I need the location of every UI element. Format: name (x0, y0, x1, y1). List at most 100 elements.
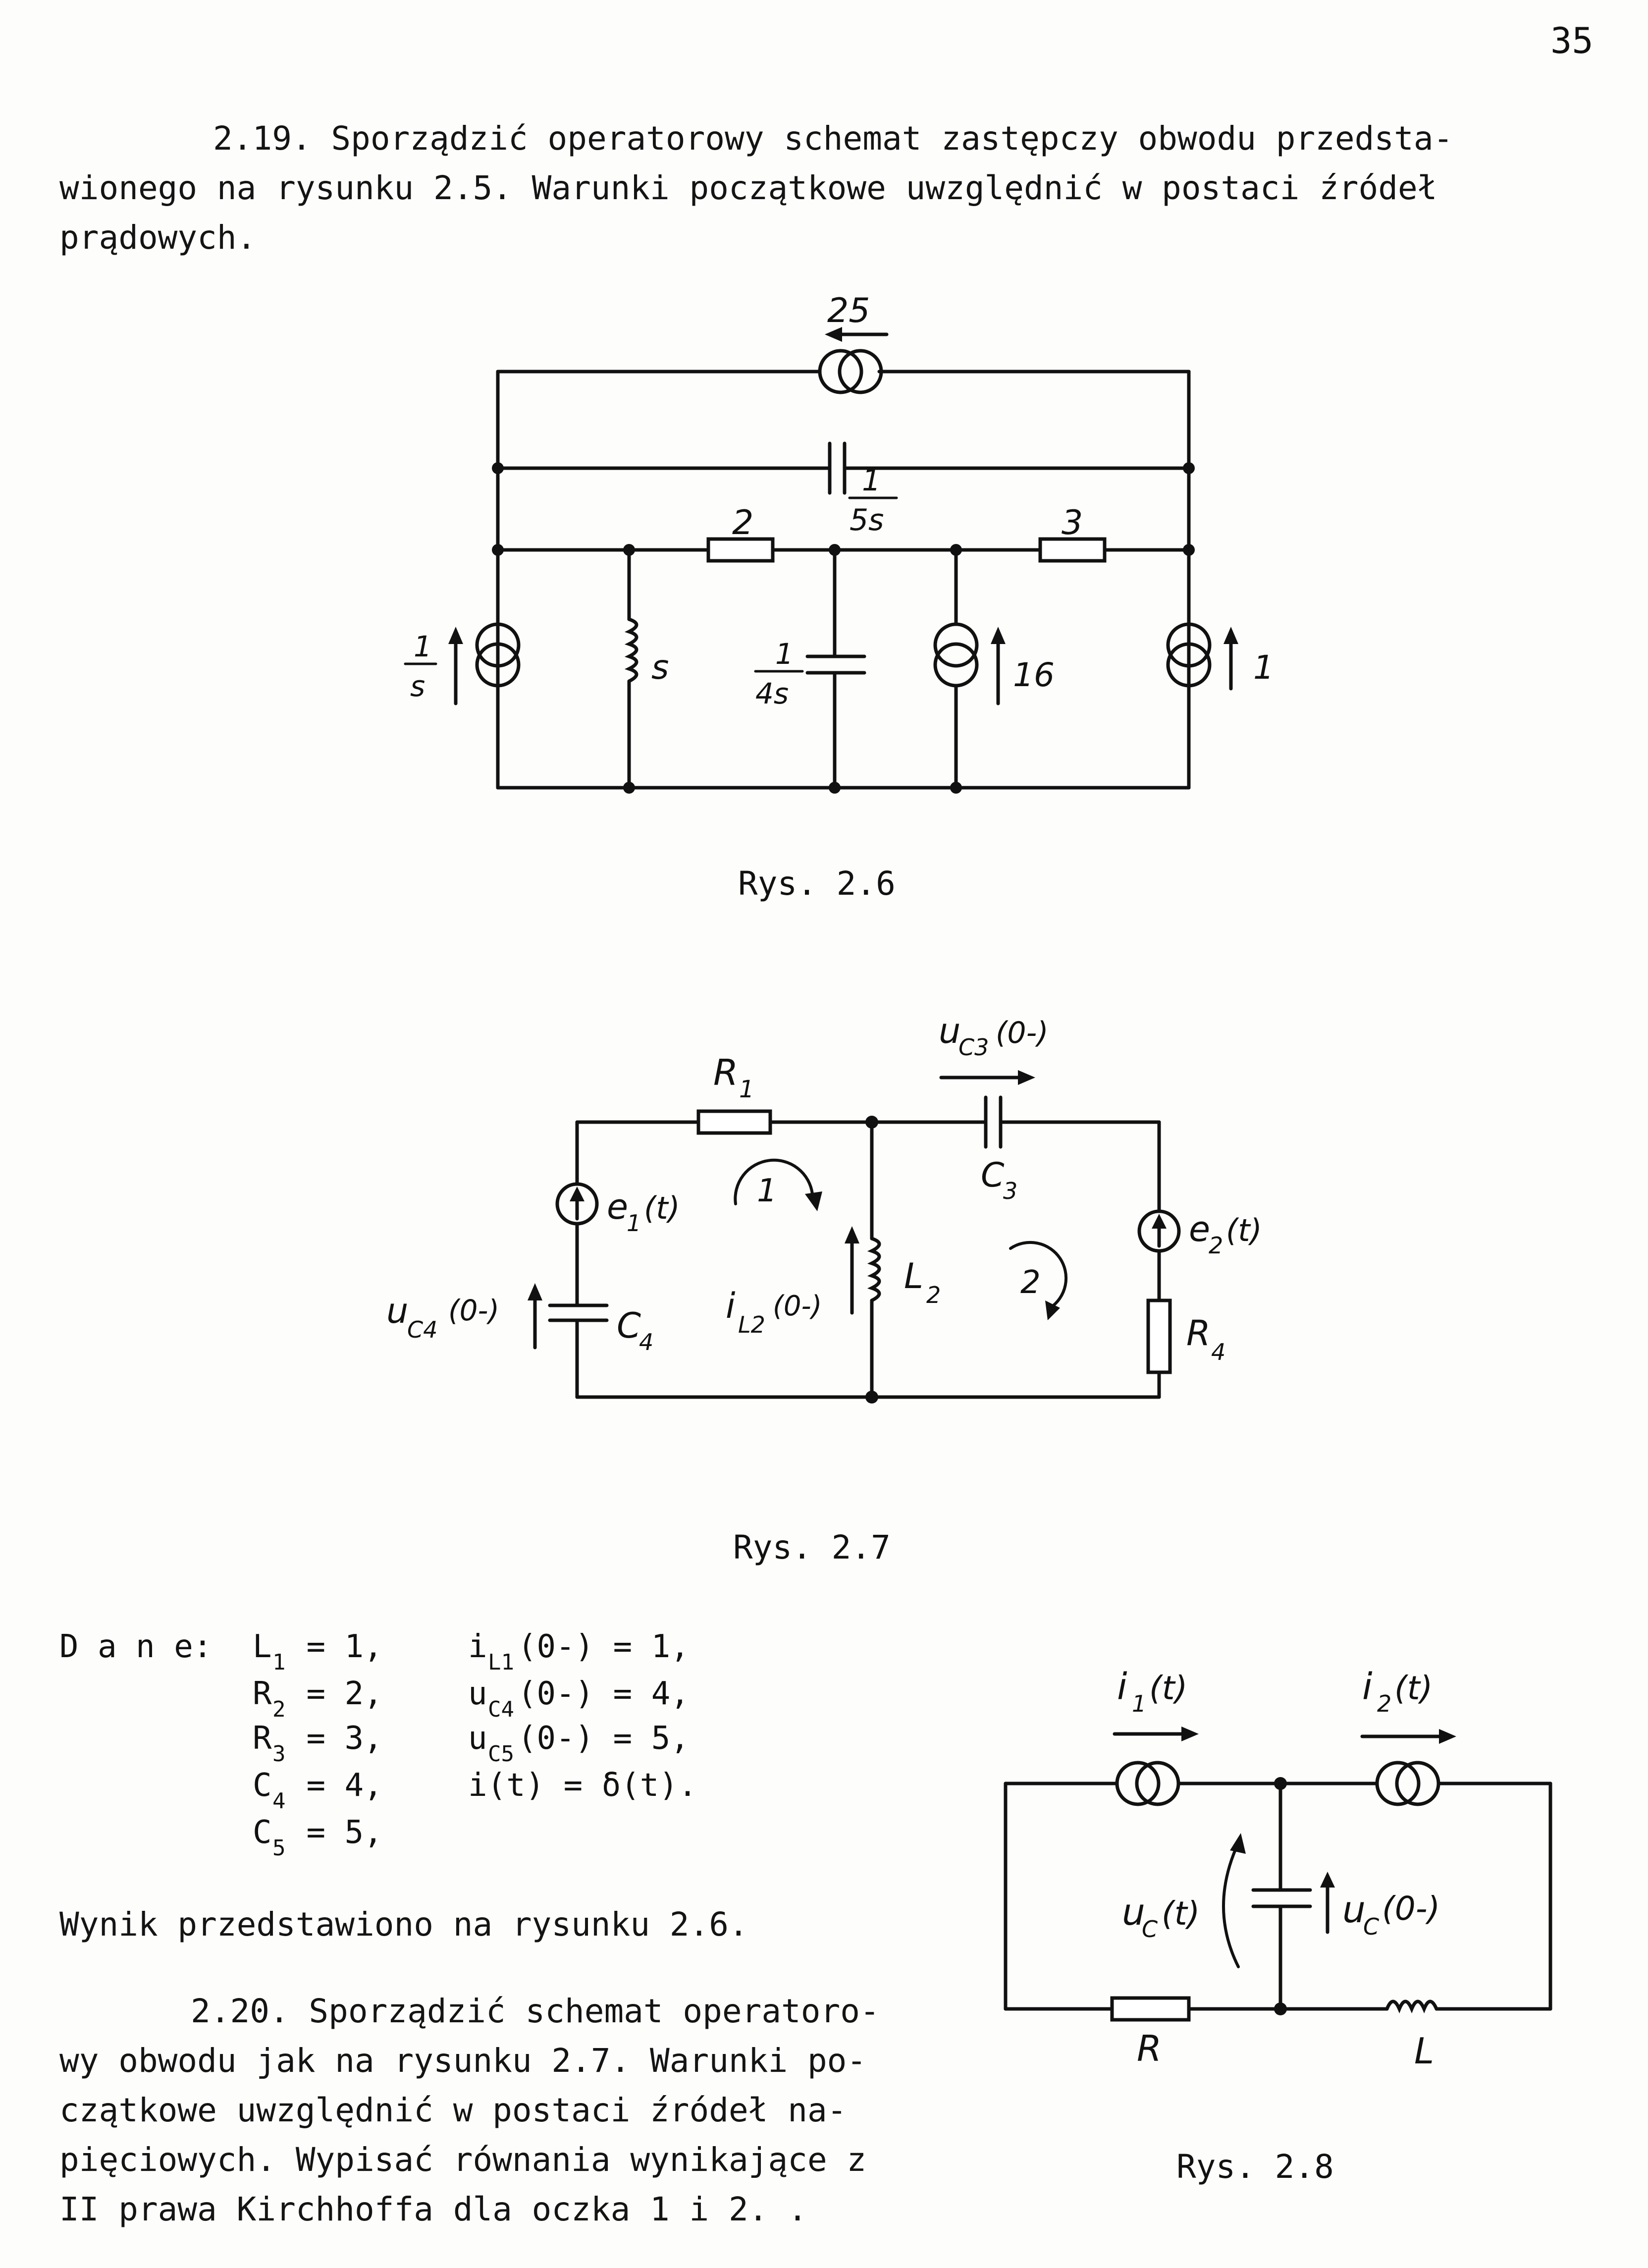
dane-row2-right-sub: C5 (488, 1741, 514, 1767)
current-source-1 (1166, 622, 1212, 668)
resistor-3 (1038, 537, 1107, 563)
inductor-s (624, 617, 638, 683)
fig26-cap-top-den: 5s (850, 503, 884, 538)
fig26-top-source-label: 25 (827, 291, 870, 330)
dane-row0-left-sub: 1 (272, 1650, 286, 1675)
dane-row1-left-val: = 2, (287, 1675, 383, 1712)
fig27-uc4-label: u (386, 1291, 408, 1331)
dane-row2-left-val: = 3, (287, 1720, 383, 1757)
dane-row0-right-val: (0-) = 1, (518, 1628, 690, 1665)
dane-row0-right: i (468, 1628, 487, 1665)
fig27-R1-sub: 1 (739, 1076, 754, 1103)
inductor-L2 (867, 1237, 881, 1302)
fig27-C3-sub: 3 (1003, 1178, 1017, 1204)
dane-row2-right-val: (0-) = 5, (518, 1720, 690, 1757)
dane-row4-left: C (253, 1814, 272, 1851)
fig27-R4-sub: 4 (1211, 1339, 1225, 1365)
fig27-R4-label: R (1186, 1313, 1211, 1353)
problem-220-line5: II prawa Kirchhoffa dla oczka 1 i 2. . (59, 2190, 807, 2228)
fig28-R-label: R (1137, 2028, 1162, 2069)
problem-219-line1: 2.19. Sporządzić operatorowy schemat zas… (213, 119, 1453, 158)
dane-row0-right-sub: L1 (488, 1650, 514, 1675)
fig28-i1-sub: 1 (1132, 1690, 1146, 1717)
dane-row2-right: u (468, 1720, 487, 1757)
fig26-cap-top-num: 1 (862, 463, 881, 498)
problem-220-line3: czątkowe uwzględnić w postaci źródeł na- (59, 2091, 847, 2129)
dane-row3-left: C (253, 1767, 272, 1804)
fig26-src1-den: s (410, 669, 425, 703)
problem-220-line2: wy obwodu jak na rysunku 2.7. Warunki po… (59, 2042, 867, 2080)
fig26-inductor-label: s (651, 648, 669, 687)
fig26-caption: Rys. 2.6 (738, 864, 896, 903)
fig26-cap-mid-num: 1 (775, 637, 794, 671)
current-source-25 (818, 349, 863, 394)
fig27-e2-tail: (t) (1226, 1212, 1262, 1248)
fig27-il2-tail: (0-) (773, 1290, 822, 1322)
current-source-i2 (1375, 1761, 1421, 1806)
fig27-R1-label: R (713, 1052, 738, 1093)
fig27-il2-sub: L2 (738, 1311, 765, 1338)
fig27-C3-label: C (981, 1156, 1005, 1195)
dane-row3-left-val: = 4, (287, 1767, 383, 1804)
fig27-e2-sub: 2 (1209, 1232, 1223, 1259)
fig27-C4-sub: 4 (639, 1329, 653, 1355)
fig27-e1-label: e (607, 1187, 628, 1227)
fig26-src1-num: 1 (414, 630, 432, 663)
current-source-i1 (1115, 1761, 1161, 1806)
problem-220-line4: pięciowych. Wypisać równania wynikające … (59, 2141, 867, 2179)
dane-row1-left: R (253, 1675, 272, 1712)
fig27-e1-tail: (t) (644, 1190, 680, 1226)
fig27-uc3-sub: C3 (958, 1034, 989, 1061)
inductor-L (1385, 1999, 1438, 2014)
fig27-e2-label: e (1189, 1209, 1210, 1249)
resistor-R (1110, 1996, 1191, 2022)
fig28-uc0-sub: C (1363, 1913, 1379, 1940)
current-source-16 (933, 622, 979, 668)
problem-220-line1: 2.20. Sporządzić schemat operatoro- (191, 1992, 880, 2030)
problem-219-line2: wionego na rysunku 2.5. Warunki początko… (59, 169, 1437, 207)
fig26-res-left-label: 2 (732, 503, 753, 542)
fig28-i2-sub: 2 (1377, 1690, 1391, 1717)
fig27-C4-label: C (617, 1305, 641, 1346)
fig27-uc3-tail: (0-) (996, 1016, 1049, 1050)
fig28-i1-label: i (1117, 1666, 1127, 1708)
dane-row1-right: u (468, 1675, 487, 1712)
dane-row3-left-sub: 4 (272, 1788, 286, 1814)
fig28-caption: Rys. 2.8 (1176, 2148, 1334, 2186)
fig27-uc4-tail: (0-) (448, 1294, 499, 1327)
fig27-L2-label: L (904, 1256, 923, 1296)
fig27-uc3-label: u (939, 1011, 960, 1051)
current-source-1-over-s (475, 622, 521, 668)
fig28-L-label: L (1414, 2030, 1434, 2072)
dane-row3-right: i(t) = δ(t). (468, 1767, 697, 1804)
dane-row1-right-val: (0-) = 4, (518, 1675, 690, 1712)
fig27-uc4-sub: C4 (407, 1316, 437, 1343)
resistor-2 (706, 537, 775, 563)
fig27-e1-sub: 1 (627, 1210, 641, 1237)
dane-label: D a n e: (59, 1628, 212, 1665)
fig28-i2-tail: (t) (1394, 1669, 1433, 1707)
fig27-il2-label: i (726, 1286, 736, 1326)
dane-row1-left-sub: 2 (272, 1697, 286, 1722)
fig27-loop1-label: 1 (757, 1173, 777, 1209)
fig28-uc-label: u (1122, 1891, 1145, 1934)
dane-row2-left-sub: 3 (272, 1741, 286, 1767)
fig28-uc-tail: (t) (1162, 1894, 1200, 1933)
fig28-i2-label: i (1362, 1666, 1373, 1708)
fig26-src-mid-label: 16 (1013, 656, 1055, 694)
dane-row4-left-val: = 5, (287, 1814, 383, 1851)
fig27-loop2-label: 2 (1020, 1264, 1041, 1301)
fig27-caption: Rys. 2.7 (733, 1528, 891, 1566)
problem-219-line3: prądowych. (59, 218, 257, 257)
result-line: Wynik przedstawiono na rysunku 2.6. (59, 1905, 748, 1944)
page-number: 35 (1550, 20, 1594, 61)
dane-row0-left-val: = 1, (287, 1628, 383, 1665)
fig26-cap-mid-den: 4s (755, 677, 789, 710)
dane-row1-right-sub: C4 (488, 1697, 514, 1722)
fig27-L2-sub: 2 (926, 1282, 941, 1308)
fig28-uc-sub: C (1142, 1916, 1158, 1943)
